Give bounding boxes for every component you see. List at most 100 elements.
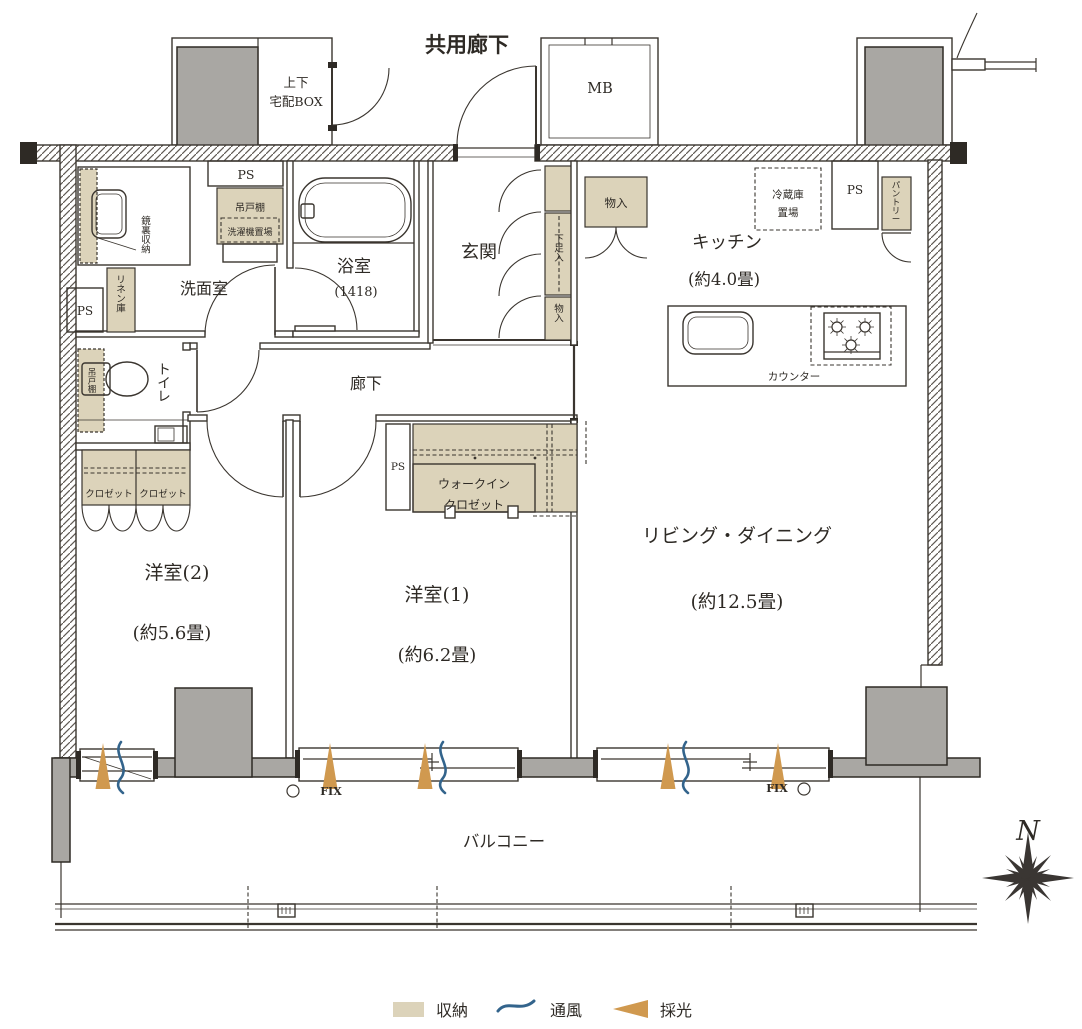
label-toilet-cupboard: 吊戸棚 bbox=[88, 368, 97, 395]
label-hanging-cupboard: 吊戸棚 bbox=[235, 201, 265, 214]
label-wic: ウォークイン bbox=[438, 477, 510, 491]
room-washroom bbox=[66, 160, 294, 338]
shoe-closet-column bbox=[544, 165, 574, 341]
label-linen-closet: リネン庫 bbox=[116, 275, 126, 315]
bathtub bbox=[298, 177, 412, 243]
labels: 共用廊下 上下 宅配BOX MB PS 吊戸棚 洗濯機置場 浴室 (1418) … bbox=[77, 32, 901, 851]
walk-in-closet bbox=[385, 423, 578, 519]
balcony-rail bbox=[55, 777, 977, 931]
bedroom2-closets bbox=[81, 449, 191, 532]
pillar-living bbox=[865, 686, 948, 766]
window-bedroom2 bbox=[76, 740, 158, 795]
room-bathroom bbox=[292, 160, 420, 338]
label-common-corridor: 共用廊下 bbox=[425, 32, 509, 57]
ventilation-symbol bbox=[438, 740, 447, 795]
label-ps: PS bbox=[238, 167, 255, 182]
label-hallway: 廊下 bbox=[350, 374, 382, 393]
bedroom2-door bbox=[206, 420, 284, 498]
label-kitchen: キッチン bbox=[692, 233, 762, 253]
shoe-closet-doors bbox=[498, 169, 542, 339]
south-wall bbox=[51, 664, 981, 863]
label-bedroom1: 洋室(1) bbox=[405, 584, 470, 606]
label-ps: PS bbox=[391, 461, 405, 473]
label-bathroom-size: (1418) bbox=[334, 285, 377, 300]
label-kitchen-size: (約4.0畳) bbox=[688, 270, 760, 289]
label-mirror-storage: 鏡裏収納 bbox=[141, 215, 151, 256]
kitchen-counter bbox=[667, 305, 907, 387]
window-living bbox=[593, 740, 833, 796]
stove bbox=[810, 306, 892, 366]
elevator-shaft bbox=[856, 37, 953, 158]
legend-ventilation-icon bbox=[496, 999, 536, 1013]
room-entrance bbox=[427, 160, 574, 346]
vent-circle bbox=[797, 782, 811, 796]
label-entrance: 玄関 bbox=[461, 242, 497, 263]
ventilation-symbol bbox=[681, 740, 690, 795]
label-washer-space: 洗濯機置場 bbox=[227, 226, 272, 238]
label-fix: FIX bbox=[766, 782, 788, 795]
label-delivery-box: 宅配BOX bbox=[269, 94, 322, 109]
room-toilet bbox=[75, 342, 431, 451]
legend-ventilation-label: 通風 bbox=[550, 1001, 582, 1020]
daylight-symbol bbox=[770, 743, 786, 789]
legend-storage-label: 収納 bbox=[436, 1001, 468, 1020]
compass: N bbox=[982, 816, 1074, 924]
daylight-symbol bbox=[322, 743, 338, 789]
label-toilet: トイレ bbox=[157, 362, 171, 405]
window-bedroom1 bbox=[286, 740, 522, 798]
pillar-bedrooms bbox=[174, 687, 253, 778]
label-storage: 物入 bbox=[554, 303, 564, 325]
balcony-drain bbox=[795, 903, 814, 918]
kitchen-ps bbox=[831, 160, 879, 230]
legend: 収納 通風 採光 bbox=[393, 999, 692, 1020]
label-wic: クロゼット bbox=[444, 498, 504, 512]
vent-circle bbox=[286, 784, 300, 798]
pantry bbox=[881, 176, 912, 263]
daylight-symbol bbox=[417, 743, 433, 789]
legend-storage-swatch bbox=[393, 1002, 424, 1017]
room-kitchen bbox=[584, 160, 912, 387]
label-delivery-box: 上下 bbox=[283, 75, 308, 90]
label-fridge-space: 置場 bbox=[778, 206, 799, 219]
exterior-walls bbox=[20, 142, 967, 759]
balcony-side-wall bbox=[51, 757, 71, 863]
delivery-box-room bbox=[171, 37, 390, 149]
label-ps: PS bbox=[77, 304, 93, 318]
label-ps: PS bbox=[847, 183, 863, 197]
label-living: リビング・ダイニング bbox=[642, 525, 832, 547]
wall-living-west-upper bbox=[570, 160, 578, 346]
label-shoe-storage: 下足入 bbox=[554, 234, 564, 264]
daylight-symbol bbox=[660, 743, 676, 789]
daylight-symbol bbox=[95, 743, 111, 789]
label-balcony: バルコニー bbox=[463, 832, 545, 851]
laundry-unit bbox=[216, 187, 284, 263]
legend-daylight-label: 採光 bbox=[660, 1001, 692, 1020]
neighbor-entrance-door bbox=[951, 12, 1037, 72]
label-bedroom2: 洋室(2) bbox=[145, 562, 210, 584]
label-closet: クロゼット bbox=[139, 488, 187, 500]
kitchen-storage bbox=[584, 176, 648, 259]
toilet-bowl bbox=[81, 361, 149, 397]
label-fix: FIX bbox=[320, 785, 342, 798]
wall-bedroom-divider bbox=[285, 419, 294, 759]
label-washroom: 洗面室 bbox=[180, 279, 228, 298]
label-storage: 物入 bbox=[605, 196, 628, 210]
label-counter: カウンター bbox=[768, 371, 821, 383]
toilet-door bbox=[196, 349, 260, 413]
bathroom-door bbox=[294, 267, 358, 332]
label-bedroom2-size: (約5.6畳) bbox=[133, 623, 212, 644]
washroom-door bbox=[204, 264, 276, 336]
label-fridge-space: 冷蔵庫 bbox=[772, 188, 804, 201]
legend-daylight-icon bbox=[613, 1000, 648, 1018]
vanity bbox=[77, 166, 191, 266]
entrance-door bbox=[453, 65, 540, 161]
kitchen-sink bbox=[682, 311, 754, 355]
label-living-size: (約12.5畳) bbox=[691, 592, 784, 613]
ventilation-symbol bbox=[116, 740, 125, 795]
label-pantry: パントリー bbox=[892, 181, 901, 225]
fridge-space bbox=[754, 167, 822, 231]
balcony-drain bbox=[277, 903, 296, 918]
bedroom1-door bbox=[299, 420, 377, 498]
